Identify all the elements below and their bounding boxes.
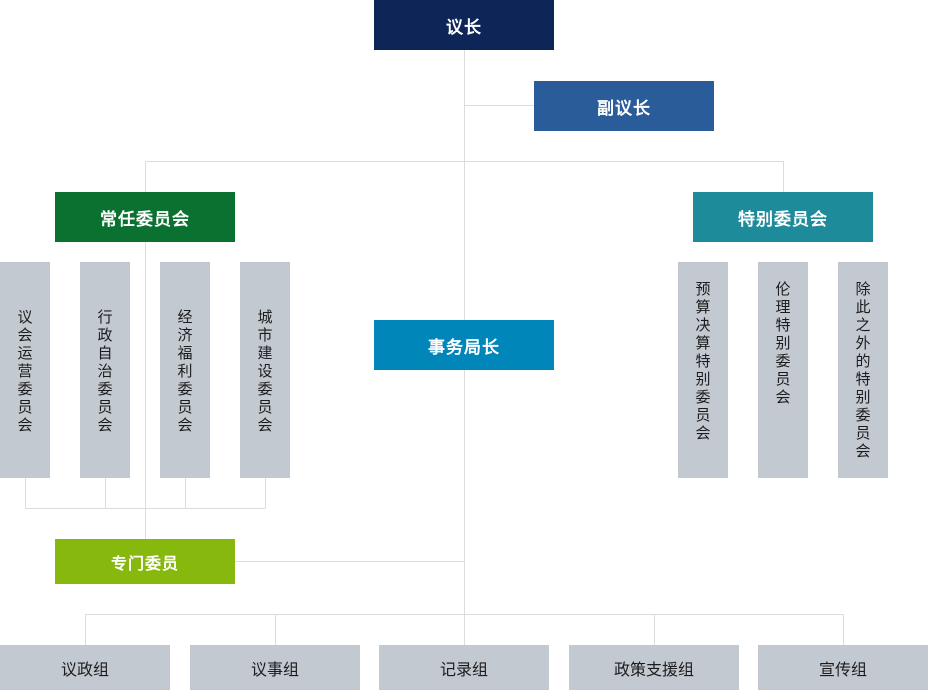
secretary-general-label: 事务局长 <box>428 337 500 358</box>
standing-member-label: 经济福利委员会 <box>177 308 193 434</box>
professional-members-box: 专门委员 <box>55 539 235 584</box>
standing-member-box: 经济福利委员会 <box>160 262 210 478</box>
group-label: 记录组 <box>439 659 488 679</box>
standing-member-box: 城市建设委员会 <box>240 262 290 478</box>
group-box: 记录组 <box>379 645 549 690</box>
group-label: 议政组 <box>60 659 109 679</box>
special-committee-label: 特别委员会 <box>738 209 828 230</box>
special-member-label: 伦理特别委员会 <box>775 280 791 406</box>
standing-member-box: 行政自治委员会 <box>80 262 130 478</box>
special-member-label: 预算决算特别委员会 <box>695 280 711 442</box>
group-box: 议事组 <box>190 645 360 690</box>
special-member-label: 除此之外的特别委员会 <box>855 280 871 460</box>
standing-member-label: 行政自治委员会 <box>97 308 113 434</box>
special-member-box: 伦理特别委员会 <box>758 262 808 478</box>
vice-chairman-label: 副议长 <box>597 98 651 119</box>
group-label: 政策支援组 <box>613 659 694 679</box>
standing-committee-box: 常任委员会 <box>55 192 235 242</box>
chairman-box: 议长 <box>374 0 554 50</box>
special-member-box: 除此之外的特别委员会 <box>838 262 888 478</box>
special-committee-box: 特别委员会 <box>693 192 873 242</box>
standing-committee-label: 常任委员会 <box>100 209 190 230</box>
standing-member-label: 城市建设委员会 <box>257 308 273 434</box>
vice-chairman-box: 副议长 <box>534 81 714 131</box>
group-label: 议事组 <box>250 659 299 679</box>
standing-member-label: 议会运营委员会 <box>17 308 33 434</box>
group-box: 政策支援组 <box>569 645 739 690</box>
professional-members-label: 专门委员 <box>110 553 179 573</box>
standing-member-box: 议会运营委员会 <box>0 262 50 478</box>
special-member-box: 预算决算特别委员会 <box>678 262 728 478</box>
group-label: 宣传组 <box>818 659 867 679</box>
secretary-general-box: 事务局长 <box>374 320 554 370</box>
group-box: 议政组 <box>0 645 170 690</box>
group-box: 宣传组 <box>758 645 928 690</box>
chairman-label: 议长 <box>446 17 482 38</box>
